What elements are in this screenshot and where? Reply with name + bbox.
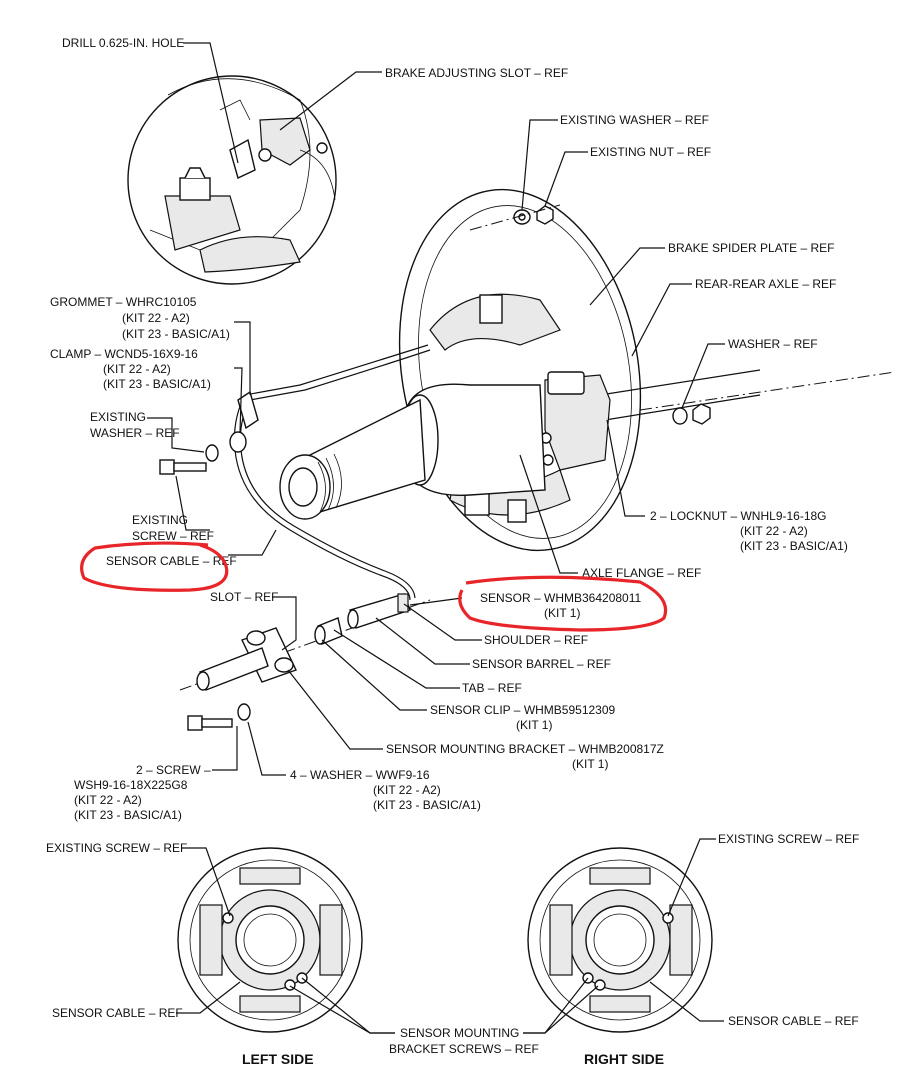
sensor-clip-part	[314, 617, 343, 645]
label-sensor-line-1: SENSOR – WHMB364208011	[480, 591, 642, 605]
label-left-side: LEFT SIDE	[242, 1051, 314, 1067]
label-existing-nut: EXISTING NUT – REF	[590, 145, 711, 159]
label-existing-washer-top: EXISTING WASHER – REF	[560, 113, 709, 127]
red-marker-sensor-cable	[80, 541, 229, 592]
label-locknut-line-2: (KIT 22 - A2)	[740, 524, 808, 538]
axle-spindle	[279, 398, 426, 520]
rear-rear-axle	[599, 369, 896, 421]
label-existing-screw-right: EXISTING SCREW – REF	[718, 832, 859, 846]
label-sensor-mounting-bracket-line-2: (KIT 1)	[572, 757, 608, 771]
label-screw-line-3: (KIT 22 - A2)	[74, 793, 142, 807]
washer-right-part	[672, 407, 688, 425]
label-existing-washer-left-line-2: WASHER – REF	[90, 426, 180, 440]
stud-centerline-top	[469, 204, 561, 231]
sensor-mounting-bracket-part	[241, 627, 297, 683]
label-sensor-cable-right: SENSOR CABLE – REF	[728, 1014, 859, 1028]
leader-lines	[147, 42, 725, 1034]
label-brake-spider-plate: BRAKE SPIDER PLATE – REF	[668, 241, 835, 255]
label-clamp-line-3: (KIT 23 - BASIC/A1)	[103, 377, 211, 391]
sensor-cable-line	[233, 344, 429, 601]
label-slot: SLOT – REF	[210, 590, 278, 604]
label-screw-line-1: 2 – SCREW –	[136, 763, 211, 777]
label-sensor-barrel: SENSOR BARREL – REF	[472, 657, 611, 671]
label-washer: WASHER – REF	[728, 337, 818, 351]
label-washer4-line-1: 4 – WASHER – WWF9-16	[290, 768, 430, 782]
label-sensor-mounting-bracket-line-1: SENSOR MOUNTING BRACKET – WHMB200817Z	[386, 742, 664, 756]
label-sensor-cable: SENSOR CABLE – REF	[106, 554, 237, 568]
grommet-part	[237, 390, 259, 430]
label-sensor-clip-line-1: SENSOR CLIP – WHMB59512309	[430, 703, 616, 717]
existing-screw-part	[159, 459, 207, 475]
sensor-cable-line-2	[239, 349, 431, 599]
label-existing-screw-line-1: EXISTING	[132, 513, 188, 527]
label-sensor-line-2: (KIT 1)	[544, 606, 580, 620]
label-tab: TAB – REF	[462, 681, 522, 695]
label-grommet-line-2: (KIT 22 - A2)	[122, 311, 190, 325]
label-existing-washer-left-line-1: EXISTING	[90, 410, 146, 424]
brake-cam-bracket	[540, 371, 611, 471]
label-screw-line-2: WSH9-16-18X225G8	[74, 778, 188, 792]
label-clamp-line-1: CLAMP – WCND5-16X9-16	[50, 347, 198, 361]
locknut-part	[692, 403, 711, 425]
label-locknut-line-3: (KIT 23 - BASIC/A1)	[740, 539, 848, 553]
label-sensor-cable-left: SENSOR CABLE – REF	[52, 1006, 183, 1020]
left-side-view	[177, 847, 363, 1033]
label-screw-line-4: (KIT 23 - BASIC/A1)	[74, 808, 182, 822]
detail-view-circle	[127, 75, 337, 285]
label-drill-hole: DRILL 0.625-IN. HOLE	[62, 36, 184, 50]
label-bracket-screws-line-1: SENSOR MOUNTING	[400, 1026, 519, 1040]
label-brake-adjusting-slot: BRAKE ADJUSTING SLOT – REF	[385, 66, 568, 80]
label-washer4-line-3: (KIT 23 - BASIC/A1)	[373, 798, 481, 812]
clamp-part	[229, 431, 247, 453]
label-locknut-line-1: 2 – LOCKNUT – WNHL9-16-18G	[650, 509, 827, 523]
label-existing-screw-left: EXISTING SCREW – REF	[46, 841, 187, 855]
label-grommet-line-1: GROMMET – WHRC10105	[50, 295, 197, 309]
screw-part	[187, 715, 233, 731]
label-clamp-line-2: (KIT 22 - A2)	[103, 362, 171, 376]
label-right-side: RIGHT SIDE	[584, 1051, 664, 1067]
slot-pin-part	[196, 647, 269, 691]
sensor-body-part	[347, 593, 411, 629]
label-bracket-screws-line-2: BRACKET SCREWS – REF	[389, 1042, 539, 1056]
label-washer4-line-2: (KIT 22 - A2)	[373, 783, 441, 797]
washer4-part	[237, 703, 251, 721]
label-existing-screw-line-2: SCREW – REF	[132, 529, 214, 543]
red-marker-sensor	[458, 575, 668, 632]
label-shoulder: SHOULDER – REF	[484, 633, 588, 647]
label-rear-rear-axle: REAR-REAR AXLE – REF	[695, 277, 836, 291]
existing-washer-left-part	[205, 444, 219, 462]
label-axle-flange: AXLE FLANGE – REF	[582, 566, 701, 580]
label-grommet-line-3: (KIT 23 - BASIC/A1)	[122, 327, 230, 341]
right-side-view	[527, 847, 713, 1033]
label-sensor-clip-line-2: (KIT 1)	[516, 718, 552, 732]
